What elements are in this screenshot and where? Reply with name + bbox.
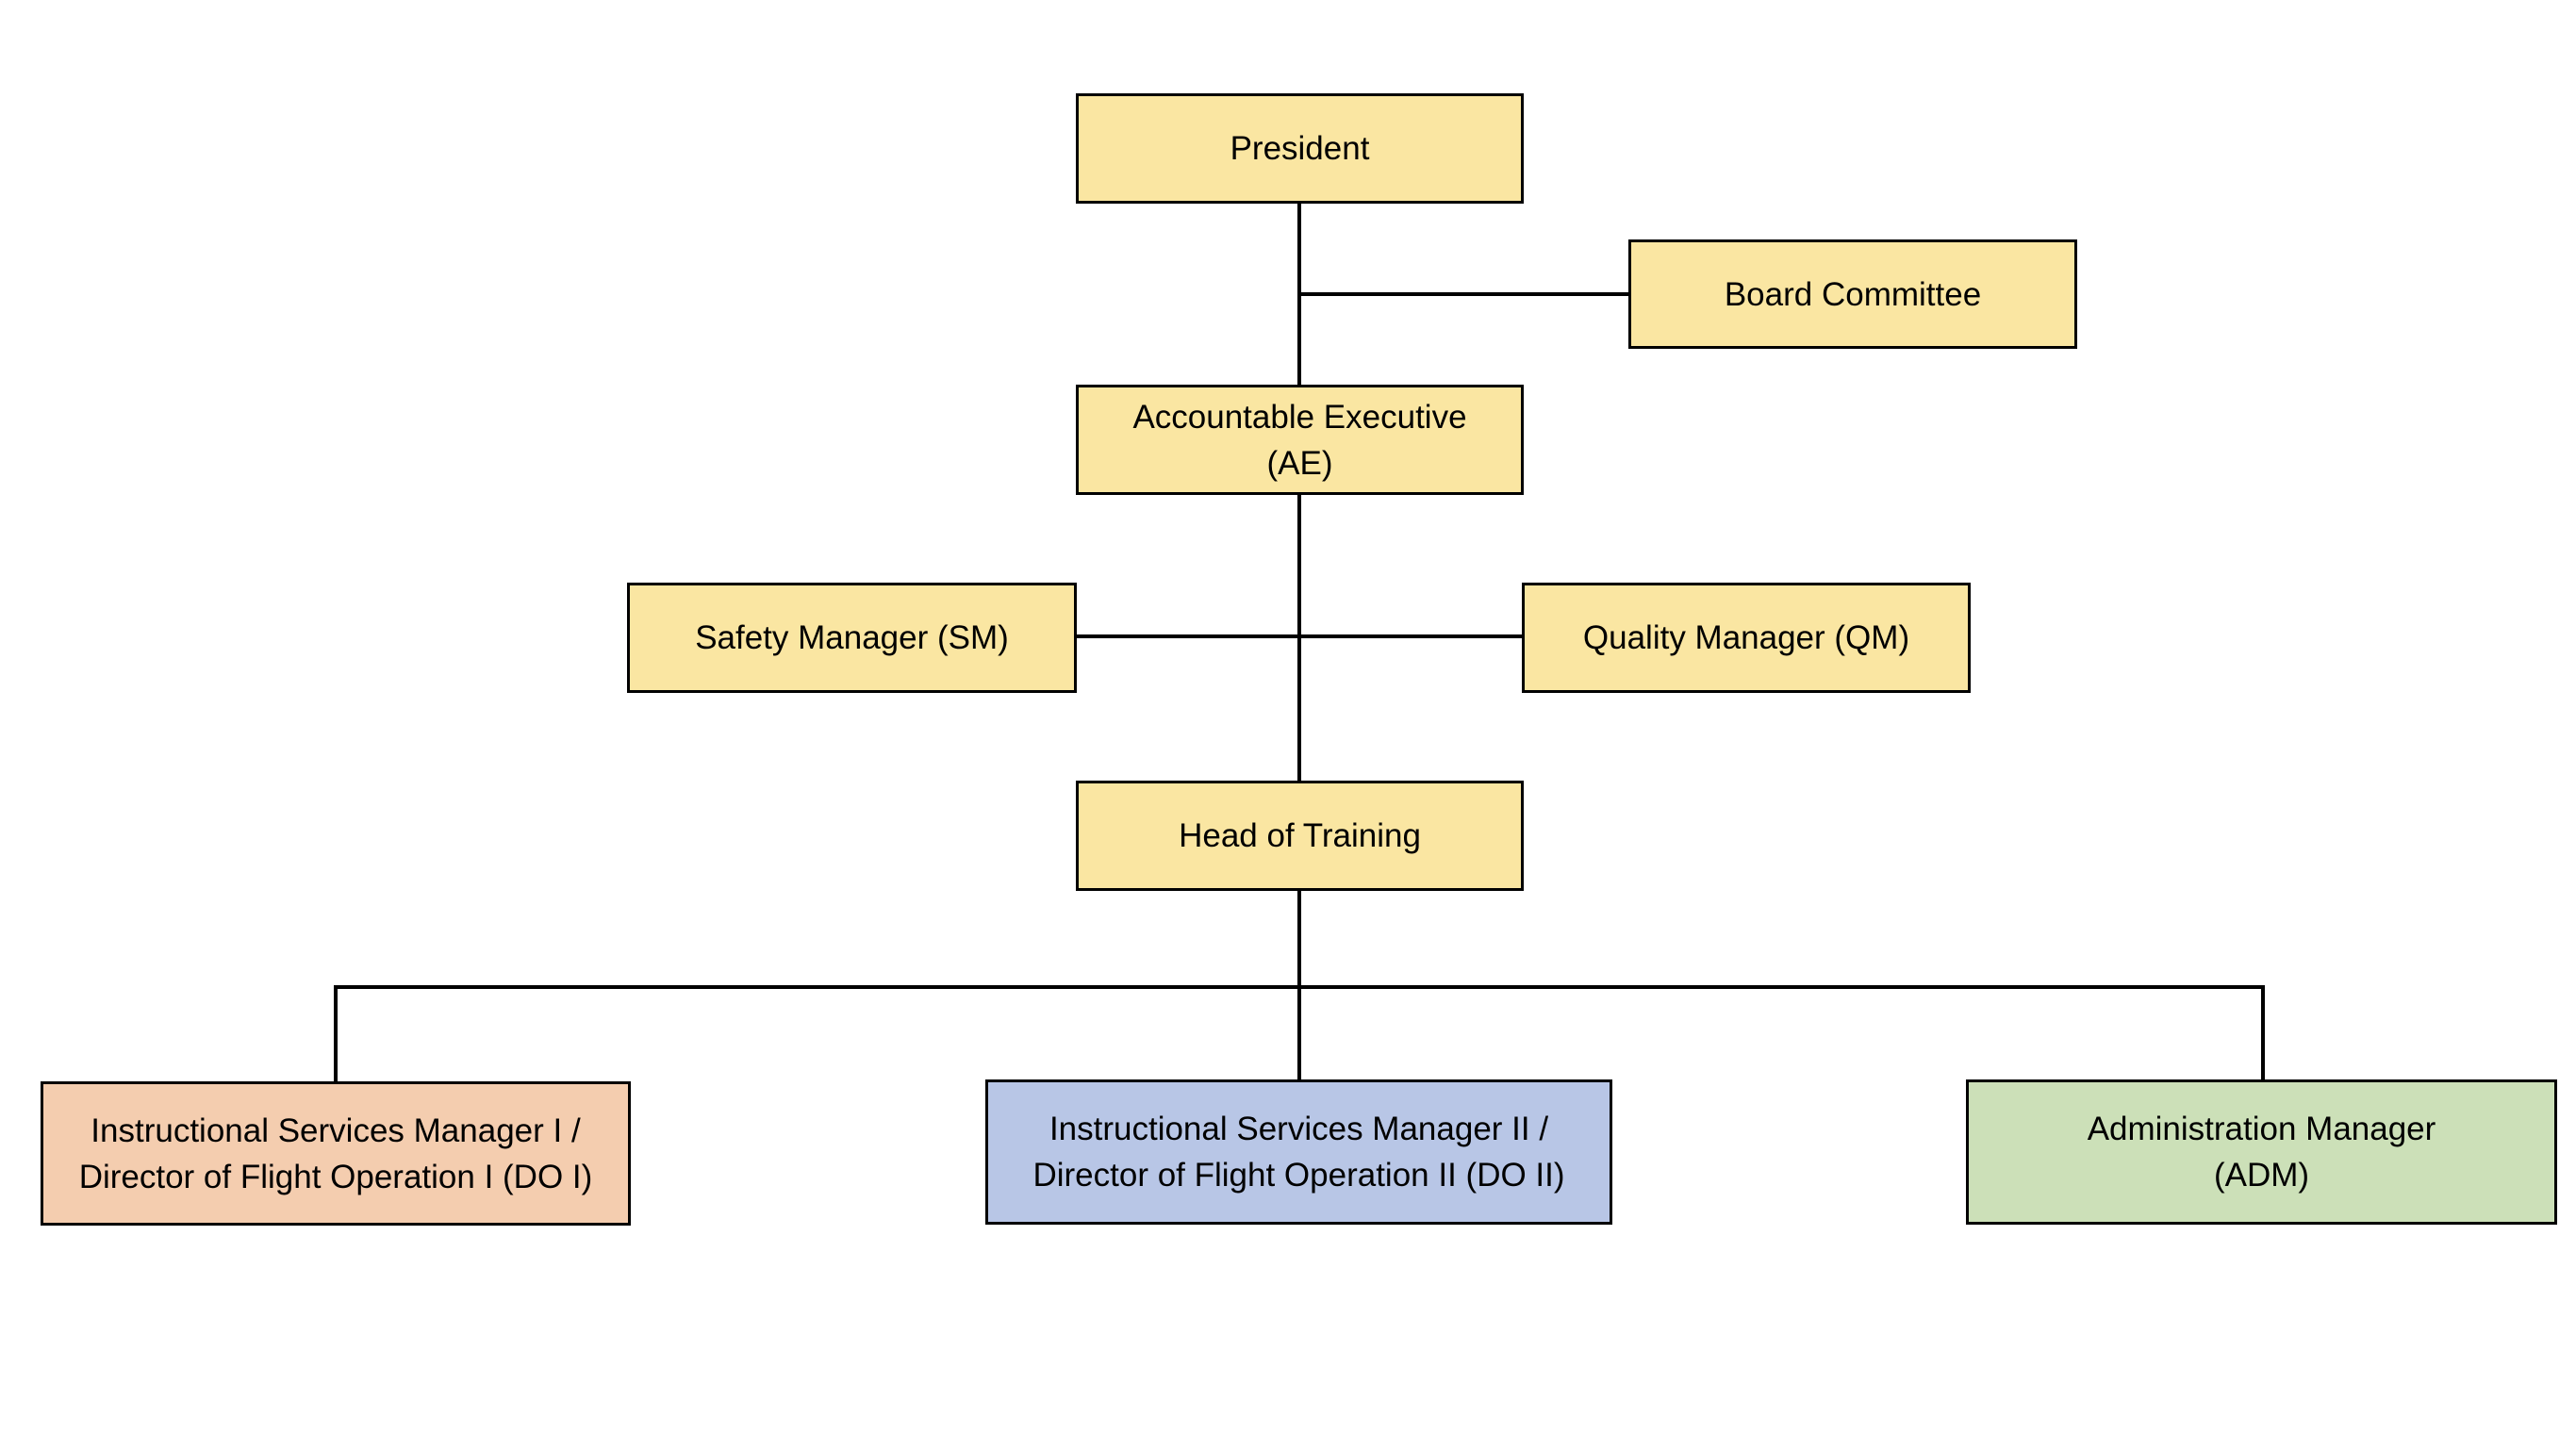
box-label-line: Director of Flight Operation II (DO II): [1032, 1157, 1565, 1194]
box-label: Instructional Services Manager I / Direct…: [79, 1108, 593, 1200]
box-label-line: (ADM): [2213, 1157, 2310, 1194]
instructional-services-manager-2-box: Instructional Services Manager II / Direc…: [985, 1079, 1612, 1225]
box-label: Head of Training: [1179, 813, 1421, 859]
accountable-executive-box: Accountable Executive (AE): [1076, 385, 1524, 495]
connector-drop-ism-1: [334, 985, 338, 1081]
connector-hot-horizontal-bus: [334, 985, 2265, 989]
quality-manager-box: Quality Manager (QM): [1522, 583, 1971, 693]
box-label-line: Administration Manager: [2087, 1111, 2436, 1147]
box-label-line: Instructional Services Manager I /: [91, 1112, 581, 1149]
box-label-line: Instructional Services Manager II /: [1049, 1111, 1549, 1147]
box-label-line: Accountable Executive: [1132, 398, 1467, 436]
box-label-line: Board Committee: [1724, 275, 1982, 313]
box-label-line: (AE): [1266, 444, 1333, 482]
box-label-line: Director of Flight Operation I (DO I): [78, 1158, 593, 1195]
box-label: Accountable Executive (AE): [1132, 394, 1466, 486]
box-label: President: [1230, 125, 1370, 172]
head-of-training-box: Head of Training: [1076, 781, 1524, 891]
box-label: Quality Manager (QM): [1583, 615, 1909, 661]
box-label: Board Committee: [1725, 272, 1981, 318]
administration-manager-box: Administration Manager (ADM): [1966, 1079, 2557, 1225]
box-label: Instructional Services Manager II / Direc…: [1032, 1106, 1564, 1198]
box-label: Administration Manager (ADM): [2088, 1106, 2436, 1198]
box-label: Safety Manager (SM): [695, 615, 1009, 661]
president-box: President: [1076, 93, 1524, 204]
connector-hot-stem: [1297, 888, 1301, 1081]
instructional-services-manager-1-box: Instructional Services Manager I / Direct…: [41, 1081, 631, 1226]
safety-manager-box: Safety Manager (SM): [627, 583, 1077, 693]
connector-safety-quality-managers: [1077, 634, 1523, 638]
box-label-line: President: [1230, 130, 1370, 167]
board-committee-box: Board Committee: [1628, 239, 2077, 349]
box-label-line: Safety Manager (SM): [695, 619, 1009, 656]
connector-drop-administration-manager: [2261, 985, 2265, 1080]
box-label-line: Head of Training: [1179, 817, 1421, 854]
box-label-line: Quality Manager (QM): [1582, 619, 1910, 656]
connector-board-committee: [1299, 292, 1628, 296]
